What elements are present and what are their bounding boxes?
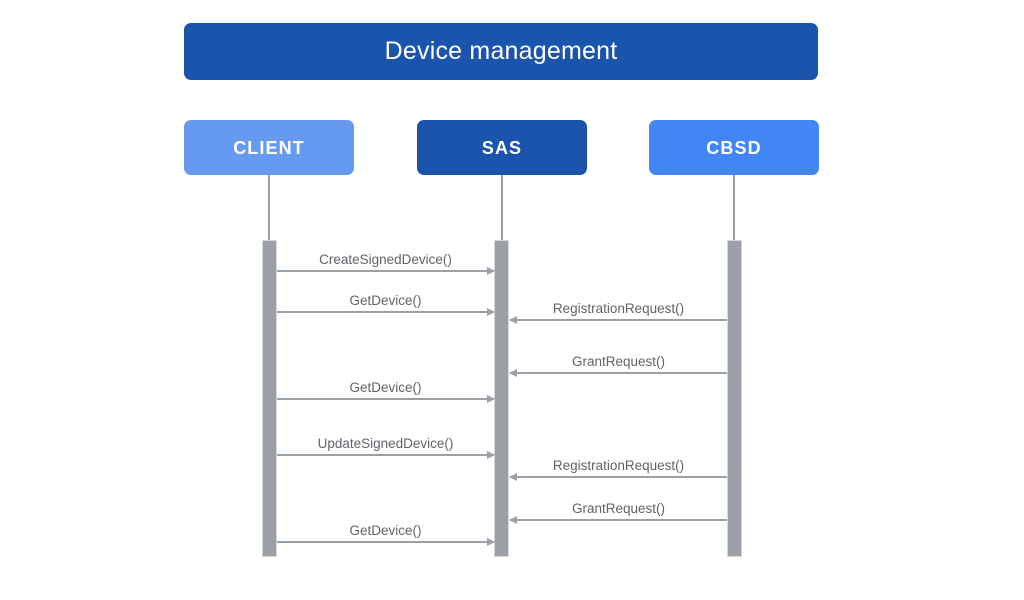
message-line	[509, 516, 727, 524]
activation-bar-sas	[494, 240, 509, 557]
message-line	[277, 451, 495, 459]
activation-bar-cbsd	[727, 240, 742, 557]
message-label: GetDevice()	[349, 379, 422, 395]
message-label: RegistrationRequest()	[552, 457, 685, 473]
message-line	[277, 267, 495, 275]
message-line	[509, 473, 727, 481]
participant-label-cbsd: CBSD	[706, 137, 762, 158]
message-client-to-sas[interactable]: GetDevice()	[277, 292, 495, 316]
message-label: GrantRequest()	[571, 500, 666, 516]
message-client-to-sas[interactable]: GetDevice()	[277, 522, 495, 546]
message-label: GetDevice()	[349, 292, 422, 308]
message-client-to-sas[interactable]: UpdateSignedDevice()	[277, 435, 495, 459]
arrowhead-right-icon	[487, 451, 495, 459]
lifeline-client	[268, 175, 270, 241]
message-client-to-sas[interactable]: GetDevice()	[277, 379, 495, 403]
participant-label-sas: SAS	[481, 137, 523, 158]
message-line	[277, 538, 495, 546]
arrowhead-right-icon	[487, 395, 495, 403]
arrowhead-left-icon	[509, 369, 517, 377]
message-client-to-sas[interactable]: CreateSignedDevice()	[277, 251, 495, 275]
message-label: GrantRequest()	[571, 353, 666, 369]
message-line	[277, 308, 495, 316]
participant-box-client[interactable]: CLIENT	[184, 120, 354, 175]
message-label: UpdateSignedDevice()	[317, 435, 454, 451]
message-cbsd-to-sas[interactable]: GrantRequest()	[509, 500, 727, 524]
arrowhead-left-icon	[509, 473, 517, 481]
arrowhead-right-icon	[487, 538, 495, 546]
participant-label-client: CLIENT	[233, 137, 305, 158]
lifeline-cbsd	[733, 175, 735, 241]
arrowhead-left-icon	[509, 316, 517, 324]
lifeline-sas	[501, 175, 503, 241]
message-label: CreateSignedDevice()	[319, 251, 452, 267]
message-line	[509, 369, 727, 377]
message-cbsd-to-sas[interactable]: GrantRequest()	[509, 353, 727, 377]
arrowhead-right-icon	[487, 308, 495, 316]
message-cbsd-to-sas[interactable]: RegistrationRequest()	[509, 457, 727, 481]
activation-bar-client	[262, 240, 277, 557]
message-label: RegistrationRequest()	[552, 300, 685, 316]
message-label: GetDevice()	[349, 522, 422, 538]
participant-box-cbsd[interactable]: CBSD	[649, 120, 819, 175]
participant-box-sas[interactable]: SAS	[417, 120, 587, 175]
message-line	[509, 316, 727, 324]
message-line	[277, 395, 495, 403]
arrowhead-right-icon	[487, 267, 495, 275]
diagram-title-banner: Device management	[184, 23, 818, 80]
arrowhead-left-icon	[509, 516, 517, 524]
message-cbsd-to-sas[interactable]: RegistrationRequest()	[509, 300, 727, 324]
diagram-title-text: Device management	[384, 37, 618, 65]
